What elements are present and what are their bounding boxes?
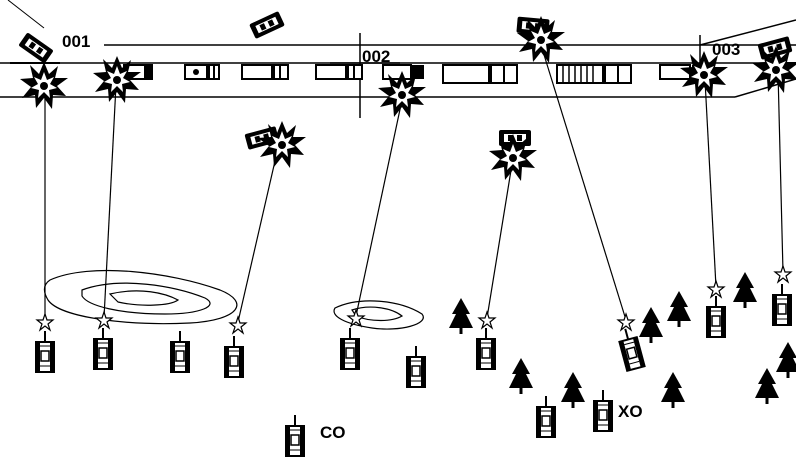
tree-icon	[667, 291, 691, 327]
muzzle-flash-icon	[36, 313, 54, 331]
xo-label: XO	[618, 402, 643, 421]
tank-icon	[224, 335, 244, 378]
terrain-contour	[43, 269, 424, 330]
muzzle-flash-icon	[707, 280, 725, 298]
armored-car-icon	[184, 64, 220, 80]
tank-icon	[615, 325, 646, 372]
trp-label-001: 001	[62, 32, 90, 51]
tank-icon	[476, 327, 496, 370]
enemy-convoy	[123, 64, 706, 84]
tank-icon	[340, 327, 360, 370]
muzzle-flash-icon	[229, 316, 247, 334]
tank-icon	[406, 345, 426, 388]
truck-icon	[315, 64, 363, 80]
tree-icon	[561, 372, 585, 408]
fire-lines	[44, 44, 784, 323]
tank-icon	[93, 327, 113, 370]
tree-icon	[776, 342, 796, 378]
tank-icon	[35, 330, 55, 373]
tank-icon	[170, 330, 190, 373]
tank-icon	[536, 395, 556, 438]
truck-icon	[442, 64, 518, 84]
explosion-icon	[20, 62, 68, 109]
tank-icon	[593, 389, 613, 432]
muzzle-flash-icon	[95, 311, 113, 329]
enemy-vehicle	[249, 10, 285, 40]
tank-icon	[772, 283, 792, 326]
tree-icon	[733, 272, 757, 308]
tree-icon	[639, 307, 663, 343]
tank-icon	[285, 414, 305, 457]
trp-label-003: 003	[712, 40, 740, 59]
tree-icon	[755, 368, 779, 404]
muzzle-flash-icon	[478, 311, 496, 329]
truck-icon	[382, 64, 424, 80]
trp-label-002: 002	[362, 47, 390, 66]
tank-icon	[706, 295, 726, 338]
muzzle-flash-icon	[617, 313, 635, 331]
tree-icon	[509, 358, 533, 394]
enemy-vehicle	[18, 32, 54, 64]
truck-icon	[241, 64, 289, 80]
tree-icon	[661, 372, 685, 408]
cargo-truck-icon	[556, 64, 632, 84]
muzzle-flash-icon	[774, 265, 792, 283]
co-label: CO	[320, 423, 346, 442]
tree-icon	[449, 298, 473, 334]
